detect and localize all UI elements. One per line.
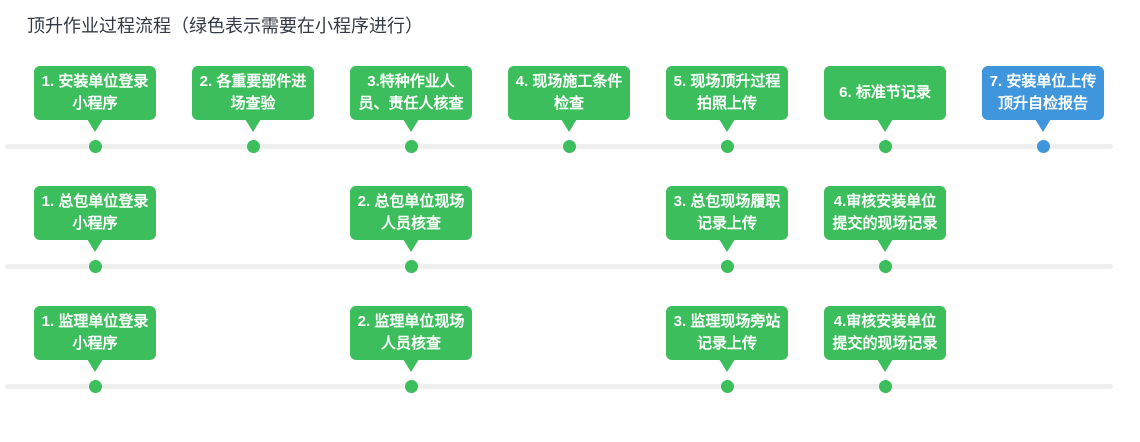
step-label-line: 4.审核安装单位 — [833, 313, 937, 330]
bubble-tail — [561, 119, 577, 132]
bubble-tail — [719, 359, 735, 372]
step-bubble-row3-step3: 3. 监理现场旁站记录上传 — [666, 306, 788, 372]
timeline-dot — [1036, 140, 1050, 153]
step-label-line: 2. 监理单位现场 — [357, 313, 465, 330]
step-label-line: 6. 标准节记录 — [839, 84, 931, 101]
step-bubble-row3-step4: 4.审核安装单位提交的现场记录 — [824, 306, 946, 372]
step-bubble-row2-step3: 3. 总包现场履职记录上传 — [666, 186, 788, 252]
step-label-line: 场查验 — [230, 95, 276, 112]
step-bubble-row1-step2: 2. 各重要部件进场查验 — [192, 66, 314, 132]
step-label-line: 2. 总包单位现场 — [357, 193, 465, 210]
bubble-tail — [877, 119, 893, 132]
step-label-line: 3. 监理现场旁站 — [673, 313, 781, 330]
bubble-tail — [87, 239, 103, 252]
bubble-tail — [403, 359, 419, 372]
step-bubble-row1-step1: 1. 安装单位登录小程序 — [34, 66, 156, 132]
step-label-line: 小程序 — [72, 215, 118, 232]
bubble-tail — [1035, 119, 1051, 132]
timeline-dot — [878, 140, 892, 153]
step-label-line: 3.特种作业人 — [367, 73, 455, 90]
step-bubble-row1-step6: 6. 标准节记录 — [824, 66, 946, 132]
timeline-dot — [404, 140, 418, 153]
timeline-dot — [404, 260, 418, 273]
timeline-line-row-2 — [5, 264, 1113, 269]
bubble-tail — [403, 119, 419, 132]
step-label-line: 记录上传 — [696, 335, 757, 352]
step-label-line: 7. 安装单位上传 — [989, 73, 1097, 90]
step-bubble-row2-step1: 1. 总包单位登录小程序 — [34, 186, 156, 252]
bubble-tail — [719, 239, 735, 252]
page-title: 顶升作业过程流程（绿色表示需要在小程序进行） — [27, 16, 423, 36]
step-label-line: 拍照上传 — [696, 95, 757, 112]
step-label-line: 小程序 — [72, 95, 118, 112]
timeline-dot — [404, 380, 418, 393]
step-label-line: 4.审核安装单位 — [833, 193, 937, 210]
bubble-tail — [403, 239, 419, 252]
step-label-line: 5. 现场顶升过程 — [673, 73, 781, 90]
step-bubble-row2-step4: 4.审核安装单位提交的现场记录 — [824, 186, 946, 252]
timeline-dot — [878, 260, 892, 273]
bubble-tail — [245, 119, 261, 132]
timeline-dot — [720, 380, 734, 393]
bubble-tail — [877, 359, 893, 372]
timeline-dot — [562, 140, 576, 153]
timeline-dot — [88, 260, 102, 273]
timeline-dot — [878, 380, 892, 393]
step-label-line: 人员核查 — [380, 215, 441, 232]
step-bubble-row3-step1: 1. 监理单位登录小程序 — [34, 306, 156, 372]
step-label-line: 员、责任人核查 — [358, 95, 464, 112]
step-label-line: 顶升自检报告 — [997, 95, 1088, 112]
timeline-line-row-1 — [5, 144, 1113, 149]
step-bubble-row1-step7: 7. 安装单位上传顶升自检报告 — [982, 66, 1104, 132]
step-label-line: 提交的现场记录 — [832, 215, 938, 232]
bubble-tail — [87, 359, 103, 372]
step-label-line: 1. 监理单位登录 — [41, 313, 149, 330]
step-bubble-row1-step3: 3.特种作业人员、责任人核查 — [350, 66, 472, 132]
step-label-line: 小程序 — [72, 335, 118, 352]
step-label-line: 记录上传 — [696, 215, 757, 232]
bubble-tail — [87, 119, 103, 132]
step-label-line: 2. 各重要部件进 — [199, 73, 307, 90]
step-label-line: 检查 — [553, 95, 584, 112]
step-label-line: 1. 安装单位登录 — [41, 73, 149, 90]
step-label-line: 3. 总包现场履职 — [673, 193, 781, 210]
timeline-dot — [246, 140, 260, 153]
step-bubble-row1-step4: 4. 现场施工条件检查 — [508, 66, 630, 132]
timeline-dot — [720, 140, 734, 153]
timeline-dot — [88, 380, 102, 393]
timeline-dot — [88, 140, 102, 153]
timeline-line-row-3 — [5, 384, 1113, 389]
bubble-tail — [719, 119, 735, 132]
step-bubble-row1-step5: 5. 现场顶升过程拍照上传 — [666, 66, 788, 132]
step-label-line: 4. 现场施工条件 — [515, 73, 623, 90]
timeline-dot — [720, 260, 734, 273]
step-bubble-row3-step2: 2. 监理单位现场人员核查 — [350, 306, 472, 372]
step-label-line: 人员核查 — [380, 335, 441, 352]
step-label-line: 提交的现场记录 — [832, 335, 938, 352]
bubble-tail — [877, 239, 893, 252]
step-label-line: 1. 总包单位登录 — [41, 193, 149, 210]
step-bubble-row2-step2: 2. 总包单位现场人员核查 — [350, 186, 472, 252]
